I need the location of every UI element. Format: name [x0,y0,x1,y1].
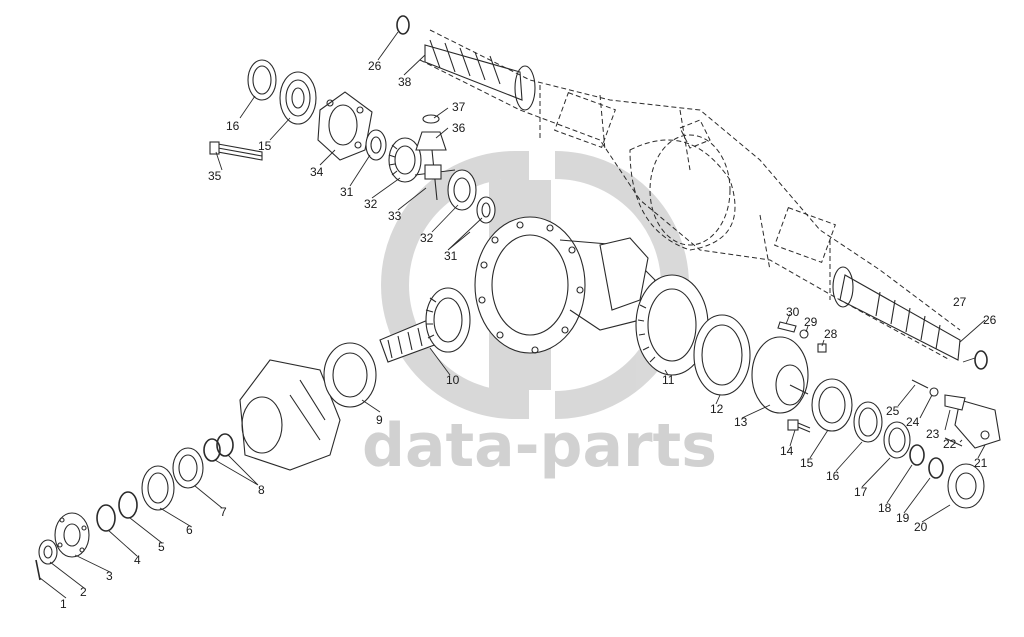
callout-16-top: 16 [226,119,240,133]
callout-25: 25 [886,404,900,418]
side-gear-32-lower [447,169,477,211]
callout-22: 22 [943,437,957,451]
bearing-cup-16-top [247,59,277,101]
nut-2 [38,539,58,565]
callout-15-top: 15 [258,139,272,153]
snap-ring-26-top [396,15,410,35]
leader-lines [39,31,986,599]
callout-2: 2 [80,585,87,599]
axle-shaft-38 [424,39,536,111]
callout-5: 5 [158,540,165,554]
ring-19 [928,457,944,479]
callout-26-right: 26 [983,313,997,327]
callout-27: 27 [953,295,967,309]
spacer-ring-4 [96,504,116,532]
oil-seal-6 [141,465,175,511]
callout-12: 12 [710,402,724,416]
callout-19: 19 [896,511,910,525]
bracket-23 [944,394,966,411]
carrier-half-13 [751,336,809,414]
callout-17: 17 [854,485,868,499]
callout-29: 29 [804,315,818,329]
bolt-35 [209,141,263,161]
callout-32-lower: 32 [420,231,434,245]
callout-20: 20 [914,520,928,534]
callout-3: 3 [106,569,113,583]
thrust-washer-31-top [365,129,387,161]
callout-32-top: 32 [364,197,378,211]
callout-35: 35 [208,169,222,183]
callout-24: 24 [906,415,920,429]
callout-28: 28 [824,327,838,341]
callout-15-right: 15 [800,456,814,470]
lock-bolt-22 [944,437,963,447]
spider-cross-33 [414,149,456,201]
snap-ring-26-right [974,350,988,370]
cotter-pin-1 [35,559,41,581]
callout-8: 8 [258,483,265,497]
callout-34: 34 [310,165,324,179]
axle-housing [419,29,961,361]
differential-carrier [474,216,656,354]
callout-4: 4 [134,553,141,567]
callout-18: 18 [878,501,892,515]
pin-25 [911,379,929,389]
side-gear-32-top [388,137,422,183]
nut-29 [799,329,809,339]
bolt-14 [787,419,811,433]
callout-9: 9 [376,413,383,427]
spacer-ring-5 [118,491,138,519]
callout-6: 6 [186,523,193,537]
bearing-7 [172,447,204,489]
differential-case-34 [317,91,373,161]
callout-37: 37 [452,100,466,114]
callout-31-top: 31 [340,185,354,199]
ring-18 [909,444,925,466]
gasket-12 [693,314,751,396]
bearing-15-right [811,378,853,432]
callout-23: 23 [926,427,940,441]
axle-shaft-27 [832,266,961,361]
lock-tab-30 [777,321,797,333]
callout-labels: 1 2 3 4 5 6 7 8 9 10 11 12 13 14 15 16 1… [60,59,997,611]
flange-3 [54,512,90,558]
callout-16-right: 16 [826,469,840,483]
end-cover-20 [947,463,985,509]
callout-38: 38 [398,75,412,89]
callout-14: 14 [780,444,794,458]
callout-13: 13 [734,415,748,429]
callout-31-lower: 31 [444,249,458,263]
bearing-9 [323,342,377,408]
callout-30: 30 [786,305,800,319]
callout-11: 11 [662,373,675,387]
callout-7: 7 [220,505,227,519]
pinion-housing [239,359,341,471]
callout-1: 1 [60,597,67,611]
callout-26-top: 26 [368,59,382,73]
pinion-gear-36 [415,131,447,151]
bearing-cup-16-right [853,401,883,443]
washer-24 [929,387,939,397]
shims-8 [203,433,234,462]
lock-plate-21 [954,399,1001,449]
thrust-washer-31-lower [476,196,496,224]
callout-33: 33 [388,209,402,223]
drive-pinion-10 [379,287,471,363]
bearing-15-top [279,71,317,125]
bolt-28 [817,343,827,353]
callout-10: 10 [446,373,460,387]
adjusting-nut-17 [883,421,911,459]
callout-36: 36 [452,121,466,135]
watermark-text: data-parts [362,411,717,481]
callout-21: 21 [974,456,988,470]
